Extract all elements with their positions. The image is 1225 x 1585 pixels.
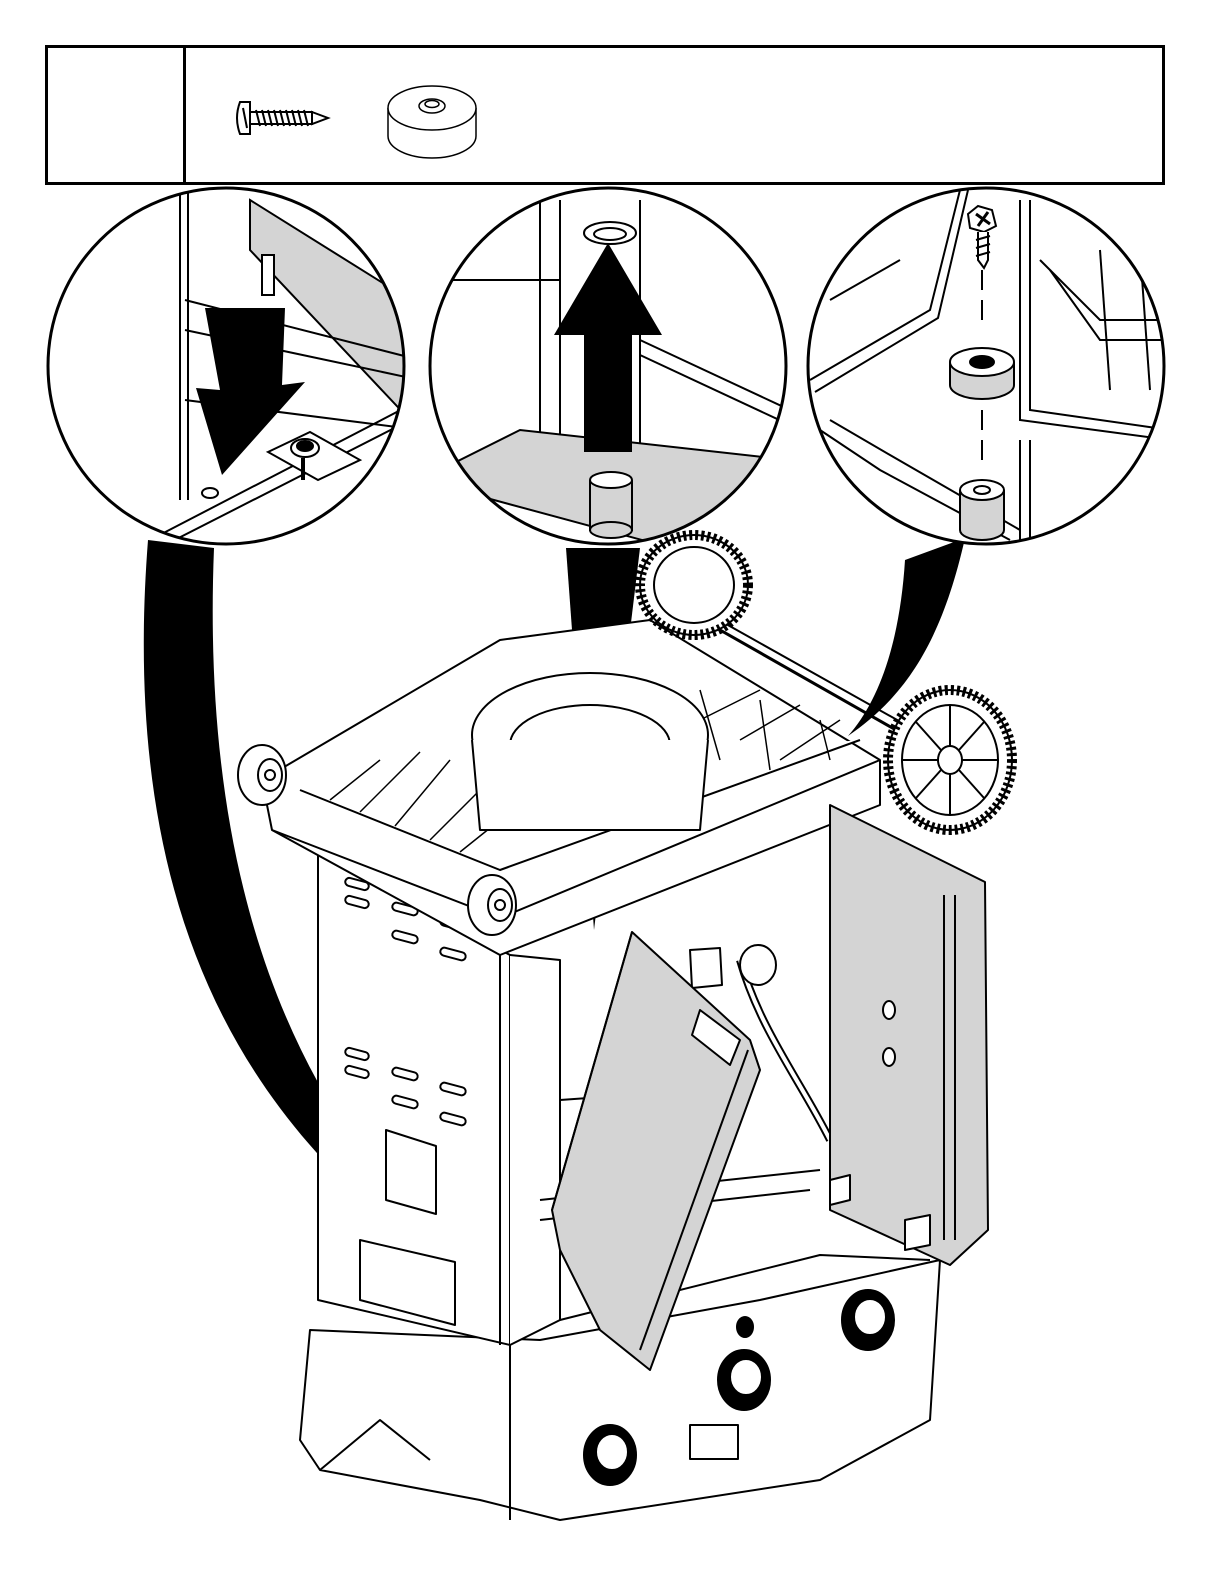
control-knob xyxy=(584,1425,636,1485)
callout-post-into-hole xyxy=(420,188,790,580)
wheel xyxy=(640,535,748,635)
callout-screw-spacer xyxy=(808,188,1170,544)
side-panel-mounted xyxy=(830,805,988,1265)
callout-pin-into-hole xyxy=(48,188,420,550)
control-knob xyxy=(718,1350,770,1410)
screw-icon xyxy=(237,102,328,134)
spacer-washer-icon xyxy=(388,86,476,158)
caster-wheel xyxy=(468,875,516,935)
side-panel-tilted xyxy=(552,932,760,1370)
caster-wheel xyxy=(238,745,286,805)
control-knob xyxy=(842,1290,894,1350)
wheel xyxy=(888,690,1012,830)
